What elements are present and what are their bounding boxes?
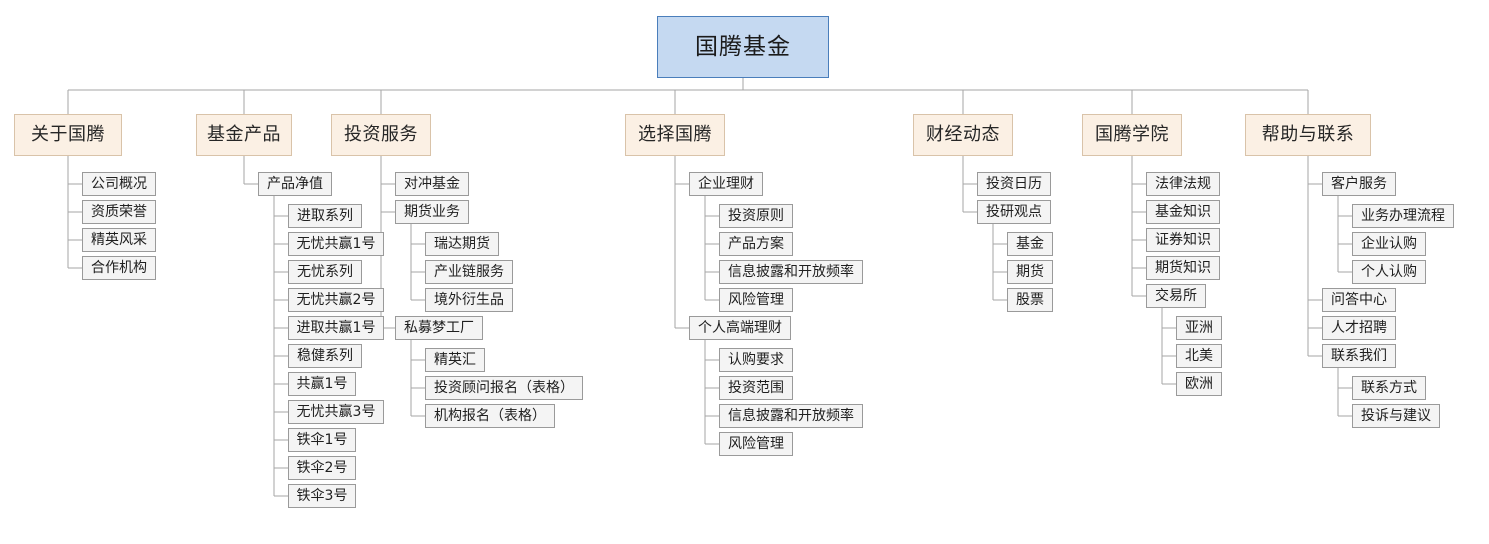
- node-news-d4-1[interactable]: 期货: [1007, 260, 1053, 284]
- node-products-d4-9[interactable]: 铁伞2号: [288, 456, 356, 480]
- branch-choose[interactable]: 选择国腾: [625, 114, 725, 156]
- node-help-d4-2[interactable]: 个人认购: [1352, 260, 1426, 284]
- node-products-d4-2[interactable]: 无忧系列: [288, 260, 362, 284]
- node-products-d4-7[interactable]: 无忧共赢3号: [288, 400, 384, 424]
- node-products-d3-0[interactable]: 产品净值: [258, 172, 332, 196]
- node-products-d4-1[interactable]: 无忧共赢1号: [288, 232, 384, 256]
- node-help-d3-0[interactable]: 客户服务: [1322, 172, 1396, 196]
- branch-academy[interactable]: 国腾学院: [1082, 114, 1182, 156]
- node-choose-d4-1[interactable]: 投资范围: [719, 376, 793, 400]
- node-academy-d3-2[interactable]: 证券知识: [1146, 228, 1220, 252]
- node-products-d4-0[interactable]: 进取系列: [288, 204, 362, 228]
- node-academy-d4-2[interactable]: 欧洲: [1176, 372, 1222, 396]
- branch-products[interactable]: 基金产品: [196, 114, 292, 156]
- node-help-d4-1[interactable]: 投诉与建议: [1352, 404, 1440, 428]
- node-products-d4-10[interactable]: 铁伞3号: [288, 484, 356, 508]
- node-choose-d4-3[interactable]: 风险管理: [719, 432, 793, 456]
- node-services-d4-0[interactable]: 瑞达期货: [425, 232, 499, 256]
- node-about-d3-0[interactable]: 公司概况: [82, 172, 156, 196]
- node-products-d4-3[interactable]: 无忧共赢2号: [288, 288, 384, 312]
- node-help-d3-2[interactable]: 人才招聘: [1322, 316, 1396, 340]
- node-academy-d3-0[interactable]: 法律法规: [1146, 172, 1220, 196]
- root-node[interactable]: 国腾基金: [657, 16, 829, 78]
- node-academy-d4-0[interactable]: 亚洲: [1176, 316, 1222, 340]
- node-help-d4-0[interactable]: 业务办理流程: [1352, 204, 1454, 228]
- node-news-d4-2[interactable]: 股票: [1007, 288, 1053, 312]
- node-about-d3-1[interactable]: 资质荣誉: [82, 200, 156, 224]
- node-news-d4-0[interactable]: 基金: [1007, 232, 1053, 256]
- node-choose-d3-1[interactable]: 个人高端理财: [689, 316, 791, 340]
- node-services-d4-2[interactable]: 境外衍生品: [425, 288, 513, 312]
- node-services-d3-1[interactable]: 期货业务: [395, 200, 469, 224]
- node-services-d4-1[interactable]: 投资顾问报名（表格）: [425, 376, 583, 400]
- branch-news[interactable]: 财经动态: [913, 114, 1013, 156]
- node-help-d3-3[interactable]: 联系我们: [1322, 344, 1396, 368]
- branch-help[interactable]: 帮助与联系: [1245, 114, 1371, 156]
- node-products-d4-4[interactable]: 进取共赢1号: [288, 316, 384, 340]
- branch-about[interactable]: 关于国腾: [14, 114, 122, 156]
- node-choose-d3-0[interactable]: 企业理财: [689, 172, 763, 196]
- node-services-d3-2[interactable]: 私募梦工厂: [395, 316, 483, 340]
- node-products-d4-8[interactable]: 铁伞1号: [288, 428, 356, 452]
- node-academy-d3-4[interactable]: 交易所: [1146, 284, 1206, 308]
- node-news-d3-0[interactable]: 投资日历: [977, 172, 1051, 196]
- node-choose-d4-2[interactable]: 信息披露和开放频率: [719, 260, 863, 284]
- node-products-d4-5[interactable]: 稳健系列: [288, 344, 362, 368]
- node-academy-d3-1[interactable]: 基金知识: [1146, 200, 1220, 224]
- node-services-d4-2[interactable]: 机构报名（表格）: [425, 404, 555, 428]
- node-academy-d4-1[interactable]: 北美: [1176, 344, 1222, 368]
- node-choose-d4-0[interactable]: 认购要求: [719, 348, 793, 372]
- node-choose-d4-1[interactable]: 产品方案: [719, 232, 793, 256]
- node-help-d3-1[interactable]: 问答中心: [1322, 288, 1396, 312]
- node-academy-d3-3[interactable]: 期货知识: [1146, 256, 1220, 280]
- node-services-d3-0[interactable]: 对冲基金: [395, 172, 469, 196]
- node-choose-d4-3[interactable]: 风险管理: [719, 288, 793, 312]
- node-products-d4-6[interactable]: 共赢1号: [288, 372, 356, 396]
- node-services-d4-0[interactable]: 精英汇: [425, 348, 485, 372]
- node-choose-d4-2[interactable]: 信息披露和开放频率: [719, 404, 863, 428]
- branch-services[interactable]: 投资服务: [331, 114, 431, 156]
- node-choose-d4-0[interactable]: 投资原则: [719, 204, 793, 228]
- node-services-d4-1[interactable]: 产业链服务: [425, 260, 513, 284]
- node-about-d3-3[interactable]: 合作机构: [82, 256, 156, 280]
- node-news-d3-1[interactable]: 投研观点: [977, 200, 1051, 224]
- node-help-d4-1[interactable]: 企业认购: [1352, 232, 1426, 256]
- node-about-d3-2[interactable]: 精英风采: [82, 228, 156, 252]
- node-help-d4-0[interactable]: 联系方式: [1352, 376, 1426, 400]
